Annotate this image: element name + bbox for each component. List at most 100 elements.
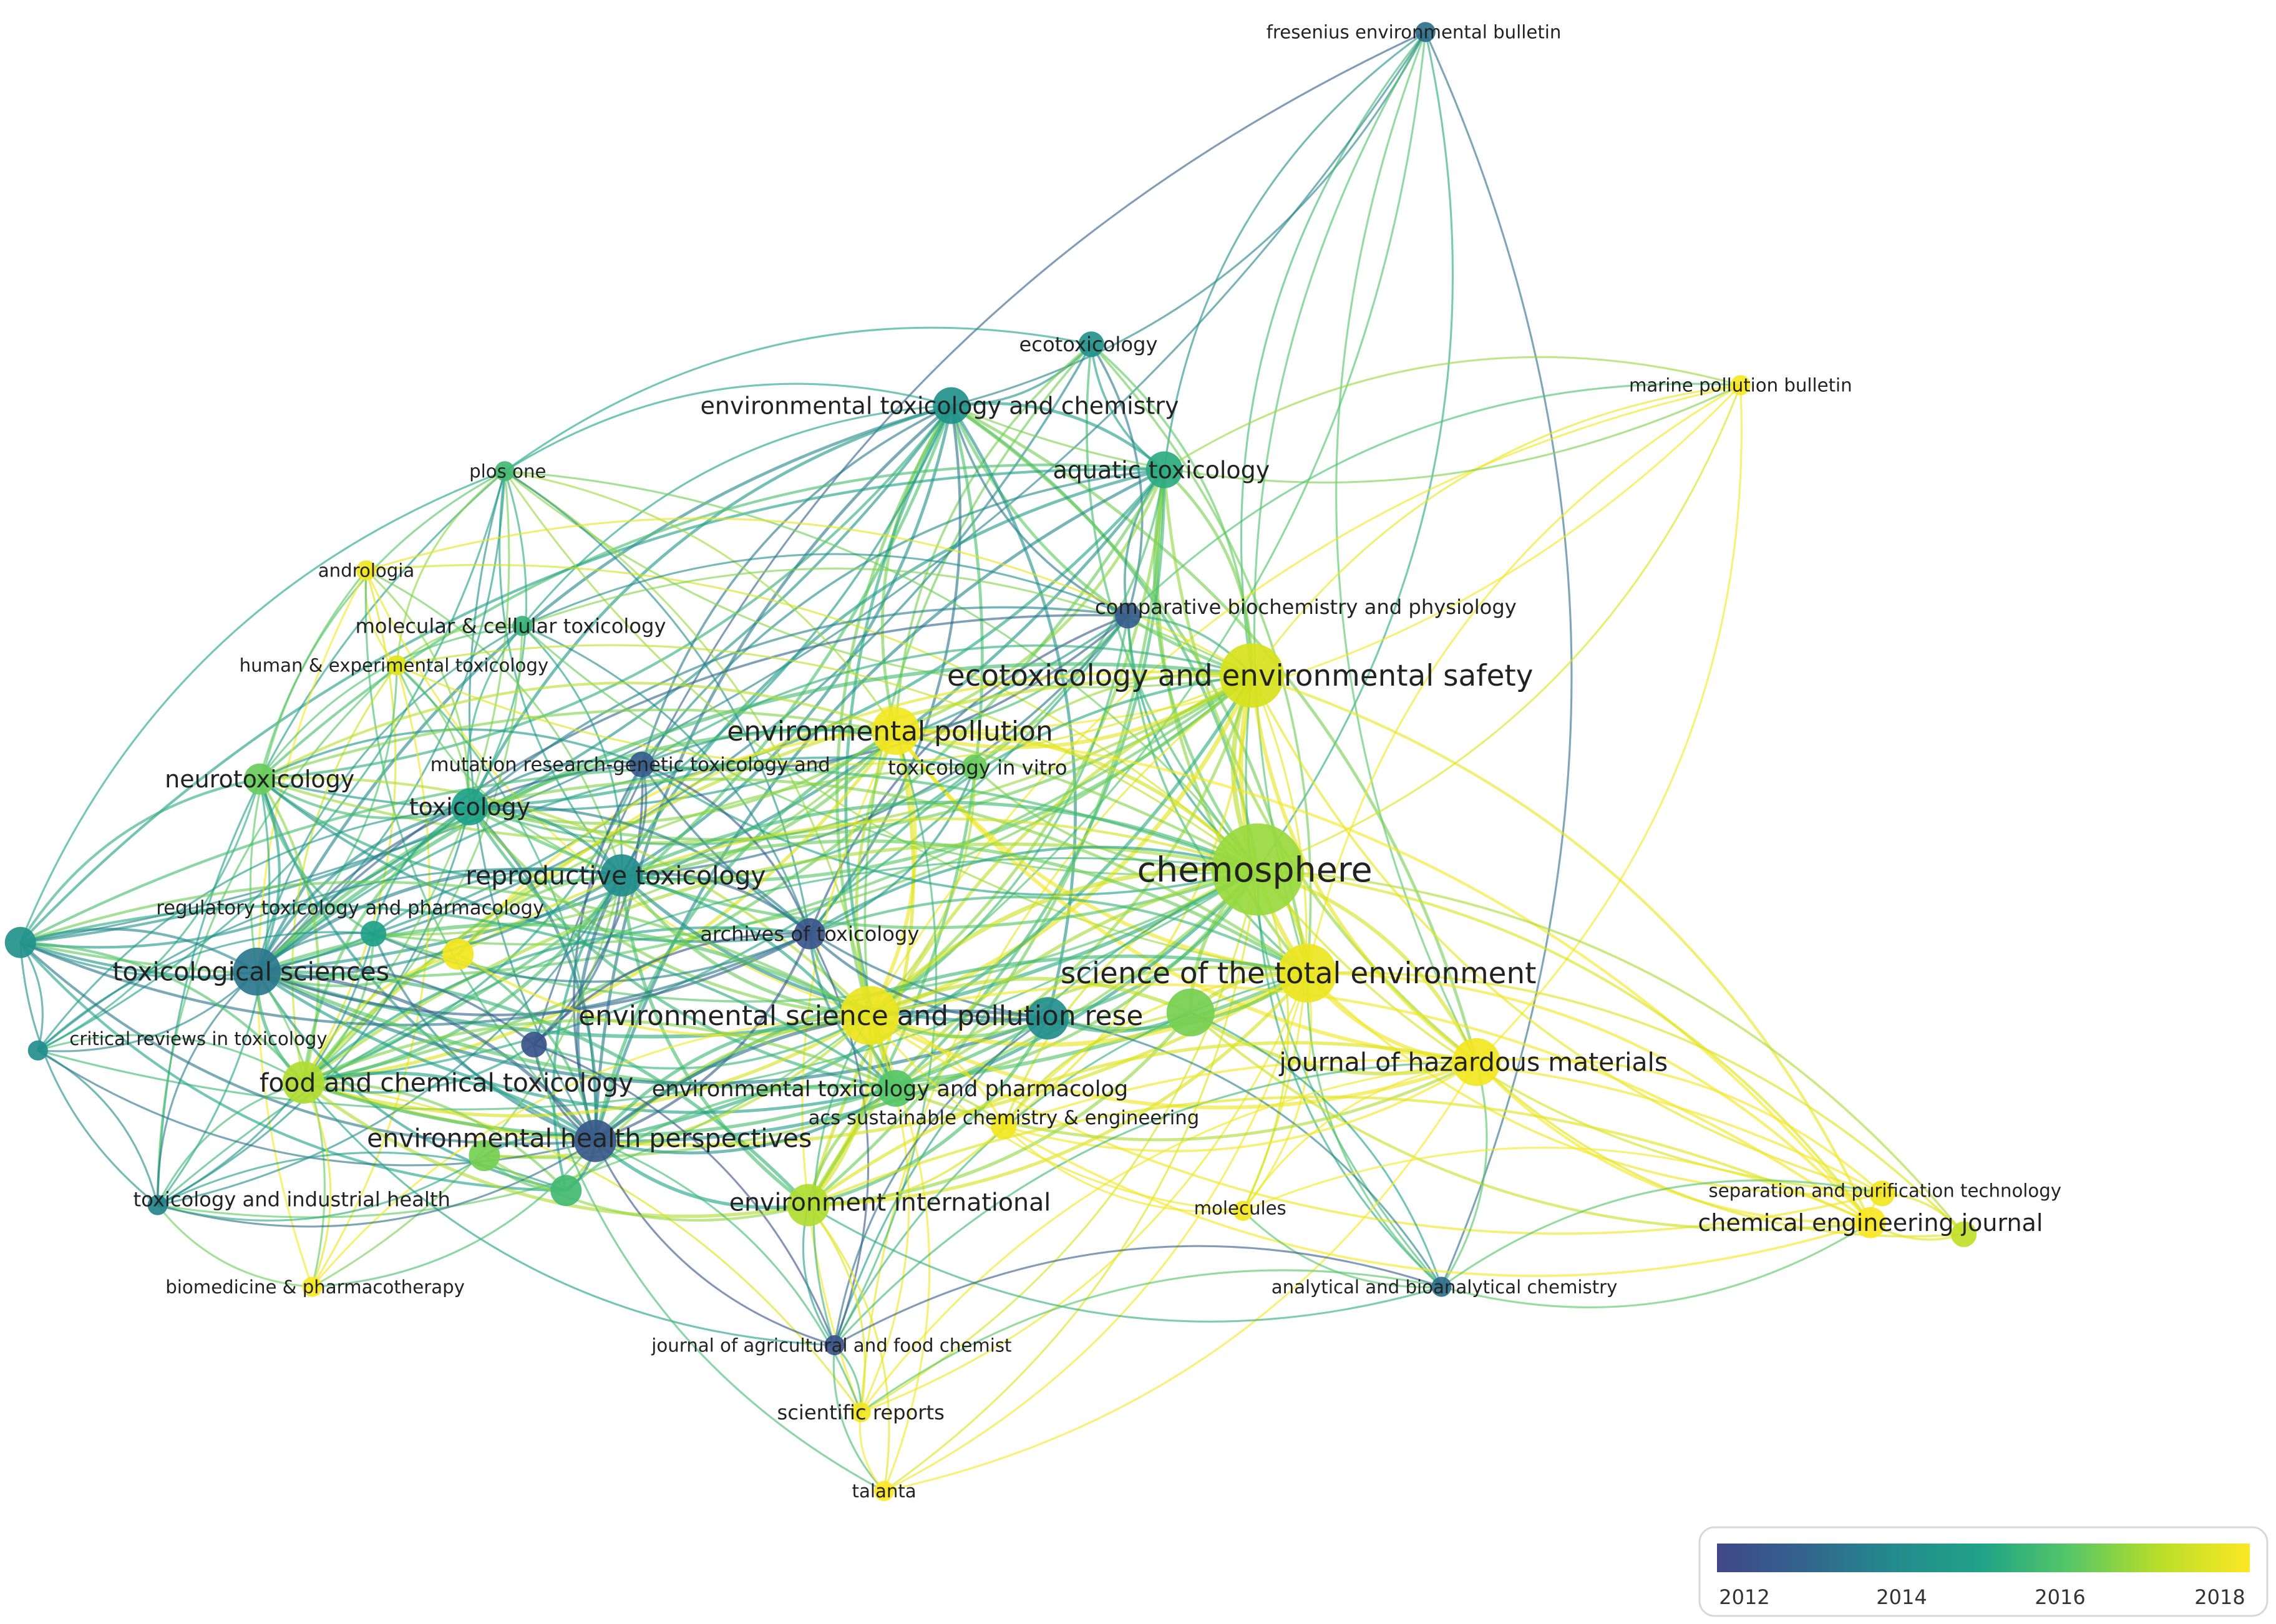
cocitation-link	[37, 1049, 159, 1205]
cocitation-link	[504, 326, 1092, 472]
journal-node-plosone[interactable]	[495, 461, 515, 482]
journal-node-regtox[interactable]	[361, 921, 387, 947]
journal-node-toxinvitro[interactable]	[961, 754, 988, 780]
journal-node-chemosphere[interactable]	[1211, 823, 1304, 916]
cocitation-link	[809, 845, 1258, 935]
journal-label-marine: marine pollution bulletin	[1629, 375, 1852, 396]
cocitation-link	[950, 405, 1253, 677]
cocitation-link	[950, 404, 1077, 1019]
journal-label-aquatic: aquatic toxicology	[1053, 456, 1270, 484]
journal-node-jafc[interactable]	[824, 1335, 845, 1356]
journal-node-comparative[interactable]	[1115, 603, 1141, 629]
journal-label-talanta: talanta	[852, 1481, 917, 1502]
journal-node-etp[interactable]	[877, 1070, 915, 1107]
journal-node-fresenius[interactable]	[1415, 22, 1436, 42]
journal-node-talanta[interactable]	[874, 1481, 895, 1501]
cocitation-link	[834, 868, 1258, 1346]
cocitation-link	[883, 973, 1308, 1492]
journal-label-etp: environmental toxicology and pharmacolog	[652, 1076, 1128, 1102]
journal-node-humanexp[interactable]	[387, 655, 407, 676]
cocitation-link	[396, 644, 1258, 870]
journal-node-critical[interactable]	[27, 1040, 48, 1061]
journal-node-jhm[interactable]	[1452, 1038, 1500, 1086]
journal-node-ehp[interactable]	[574, 1119, 616, 1162]
journal-node-analytical[interactable]	[1431, 1276, 1452, 1297]
cocitation-link	[1257, 868, 1872, 1223]
journal-node-toxicology[interactable]	[451, 788, 489, 825]
journal-node-ambient[interactable]	[442, 938, 474, 970]
cocitation-link	[157, 1154, 485, 1222]
cocitation-link	[860, 1061, 1477, 1413]
cocitation-link	[504, 470, 871, 1016]
cocitation-link	[259, 708, 1258, 871]
journal-node-envint[interactable]	[787, 1184, 830, 1227]
cocitation-link	[1003, 1061, 1477, 1152]
journal-node-espr[interactable]	[840, 986, 899, 1045]
cocitation-link	[256, 343, 1092, 973]
journal-node-cej[interactable]	[1854, 1207, 1886, 1238]
cocitation-link	[484, 1014, 871, 1159]
journal-label-cej: chemical engineering journal	[1698, 1209, 2043, 1237]
cocitation-link	[504, 470, 811, 934]
journal-label-comparative: comparative biochemistry and physiology	[1095, 595, 1517, 619]
cocitation-link	[832, 1344, 885, 1492]
cocitation-link	[256, 932, 810, 1016]
journal-node-molecules[interactable]	[1233, 1200, 1253, 1221]
journal-node-aquatic[interactable]	[1145, 451, 1183, 489]
journal-label-envpol: environmental pollution	[727, 716, 1053, 747]
journal-node-est[interactable]	[1026, 997, 1069, 1040]
journal-node-ecotoxicology[interactable]	[1078, 331, 1104, 357]
journal-label-envint: environment international	[729, 1189, 1051, 1217]
cocitation-link	[844, 404, 953, 1089]
journal-node-mid[interactable]	[521, 1031, 547, 1058]
journal-node-acs[interactable]	[991, 1113, 1017, 1139]
journal-node-sm[interactable]	[550, 1175, 582, 1207]
cocitation-link	[504, 470, 897, 732]
journal-node-toxsci[interactable]	[233, 948, 281, 996]
journal-node-mutation[interactable]	[629, 751, 655, 777]
cocitation-link	[522, 553, 1129, 627]
journal-label-toxicology: toxicology	[409, 794, 531, 821]
journal-node-envsci2[interactable]	[1166, 988, 1215, 1037]
cocitation-link	[594, 1139, 809, 1209]
cocitation-link	[1441, 1061, 1488, 1288]
journal-node-fct[interactable]	[282, 1061, 325, 1104]
journal-node-left[interactable]	[4, 926, 36, 958]
journal-node-ees[interactable]	[1219, 643, 1285, 708]
journal-node-biomed[interactable]	[302, 1276, 323, 1297]
cocitation-link	[1242, 1061, 1477, 1212]
journal-node-cej2[interactable]	[1951, 1221, 1977, 1247]
journal-node-archives[interactable]	[794, 918, 825, 950]
cocitation-link	[469, 804, 811, 935]
journal-node-molecular[interactable]	[512, 616, 533, 636]
journal-node-etc[interactable]	[933, 387, 970, 424]
cocitation-link	[37, 1034, 304, 1084]
cocitation-link	[20, 880, 870, 1017]
cocitation-link	[469, 805, 870, 1017]
journal-node-sep[interactable]	[1869, 1180, 1895, 1207]
journal-label-critical: critical reviews in toxicology	[69, 1028, 327, 1049]
journal-node-tih[interactable]	[147, 1195, 168, 1215]
journal-node-marine[interactable]	[1730, 375, 1751, 396]
cocitation-link	[256, 965, 535, 1046]
cocitation-link	[303, 1043, 535, 1094]
journal-label-mutation: mutation research-genetic toxicology and	[430, 754, 830, 776]
cocitation-link	[37, 868, 1258, 1111]
journal-node-ehp2[interactable]	[469, 1140, 500, 1172]
cocitation-link	[469, 470, 528, 807]
journal-node-envpol[interactable]	[872, 707, 920, 755]
journal-node-reprotox[interactable]	[600, 854, 643, 897]
journal-node-stoten[interactable]	[1278, 943, 1337, 1003]
journal-node-andrologia[interactable]	[356, 560, 377, 581]
cocitation-link	[807, 1017, 1049, 1207]
cocitation-link	[895, 469, 1166, 732]
journal-node-neurotox[interactable]	[244, 763, 276, 795]
cocitation-link	[834, 1245, 1442, 1346]
cocitation-link	[303, 626, 523, 1084]
cocitation-link	[260, 777, 871, 1017]
cocitation-link	[522, 625, 811, 935]
journal-node-scirep[interactable]	[850, 1402, 871, 1422]
cocitation-link	[19, 932, 810, 1027]
journal-label-regtox: regulatory toxicology and pharmacology	[156, 897, 544, 919]
